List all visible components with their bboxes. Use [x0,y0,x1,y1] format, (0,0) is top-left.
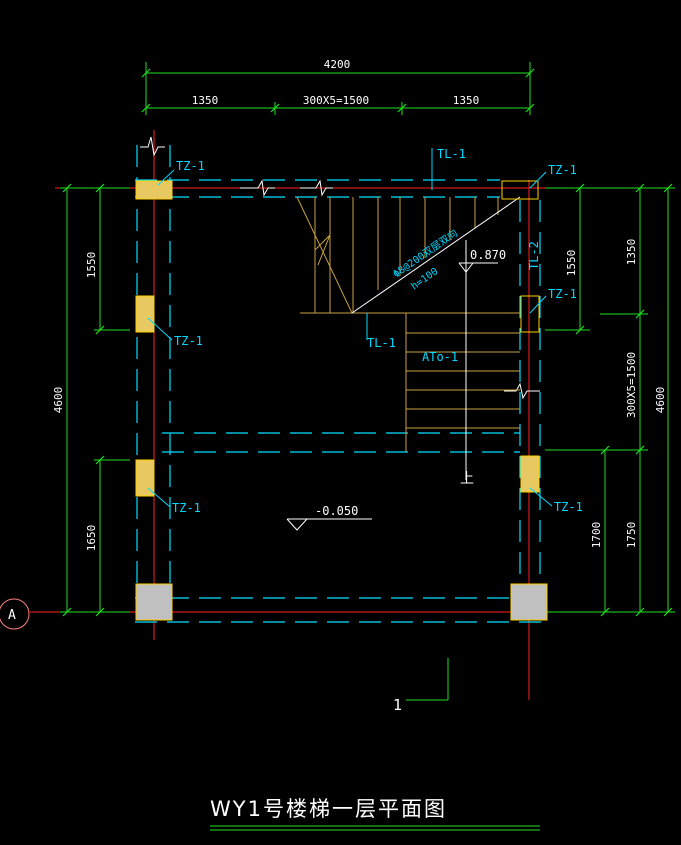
dim-top-right: 1350 [453,94,480,107]
dim-right-upper-a: 1550 [565,250,578,277]
dim-right-lower-a: 1700 [590,522,603,549]
elevation-landing: 0.870 [470,248,506,262]
up-mark: 上 [460,471,474,487]
label-tz1-top-right: TZ-1 [548,163,577,177]
drawing-title: WY1号楼梯一层平面图 [210,797,447,821]
main-column-left [135,583,173,621]
dim-right-mid: 300X5=1500 [625,352,638,418]
label-tz1-top-left: TZ-1 [176,159,205,173]
column-tz1-left-low [135,459,155,497]
label-tl1-top: TL-1 [437,147,466,161]
dim-top-mid: 300X5=1500 [303,94,369,107]
column-tz1-right-mid [520,295,540,333]
columns [135,180,540,497]
label-tl1-bottom: TL-1 [367,336,396,350]
dim-left-outer: 4600 [52,387,65,414]
label-ato1: ATo-1 [422,350,458,364]
axis-a-label: A [8,608,16,623]
column-tz1-left-mid [135,295,155,333]
break-lines [140,136,540,400]
dim-left-lower: 1650 [85,525,98,552]
label-tl2: TL-2 [527,241,541,270]
dimension-ticks [62,68,673,617]
wall-lines [135,145,548,623]
column-tz1-right-low [520,455,540,493]
column-tz1-top-left [135,180,173,200]
stair-flight-upper [296,196,499,314]
dim-right-lower-b: 1750 [625,522,638,549]
dim-left-upper: 1550 [85,252,98,279]
label-tz1-left-low: TZ-1 [172,501,201,515]
leader-lines [147,148,553,508]
stair-flight-lower [352,312,520,452]
dim-top-total: 4200 [324,58,351,71]
column-tz1-top-right [501,180,539,200]
elevation-floor: -0.050 [315,504,358,518]
dim-right-outer: 4600 [654,387,667,414]
elevation-symbols [286,262,498,531]
landing-diagonal [351,196,521,314]
main-columns [135,583,548,621]
label-tz1-left-mid: TZ-1 [174,334,203,348]
dimension-lines [60,62,675,831]
dim-right-upper-b: 1350 [625,239,638,266]
label-tz1-right-low: TZ-1 [554,500,583,514]
main-column-right [510,583,548,621]
dim-top-left: 1350 [192,94,219,107]
axis-a-bubble [0,598,30,630]
axis-1-label: 1 [393,696,402,714]
label-tz1-right-mid: TZ-1 [548,287,577,301]
